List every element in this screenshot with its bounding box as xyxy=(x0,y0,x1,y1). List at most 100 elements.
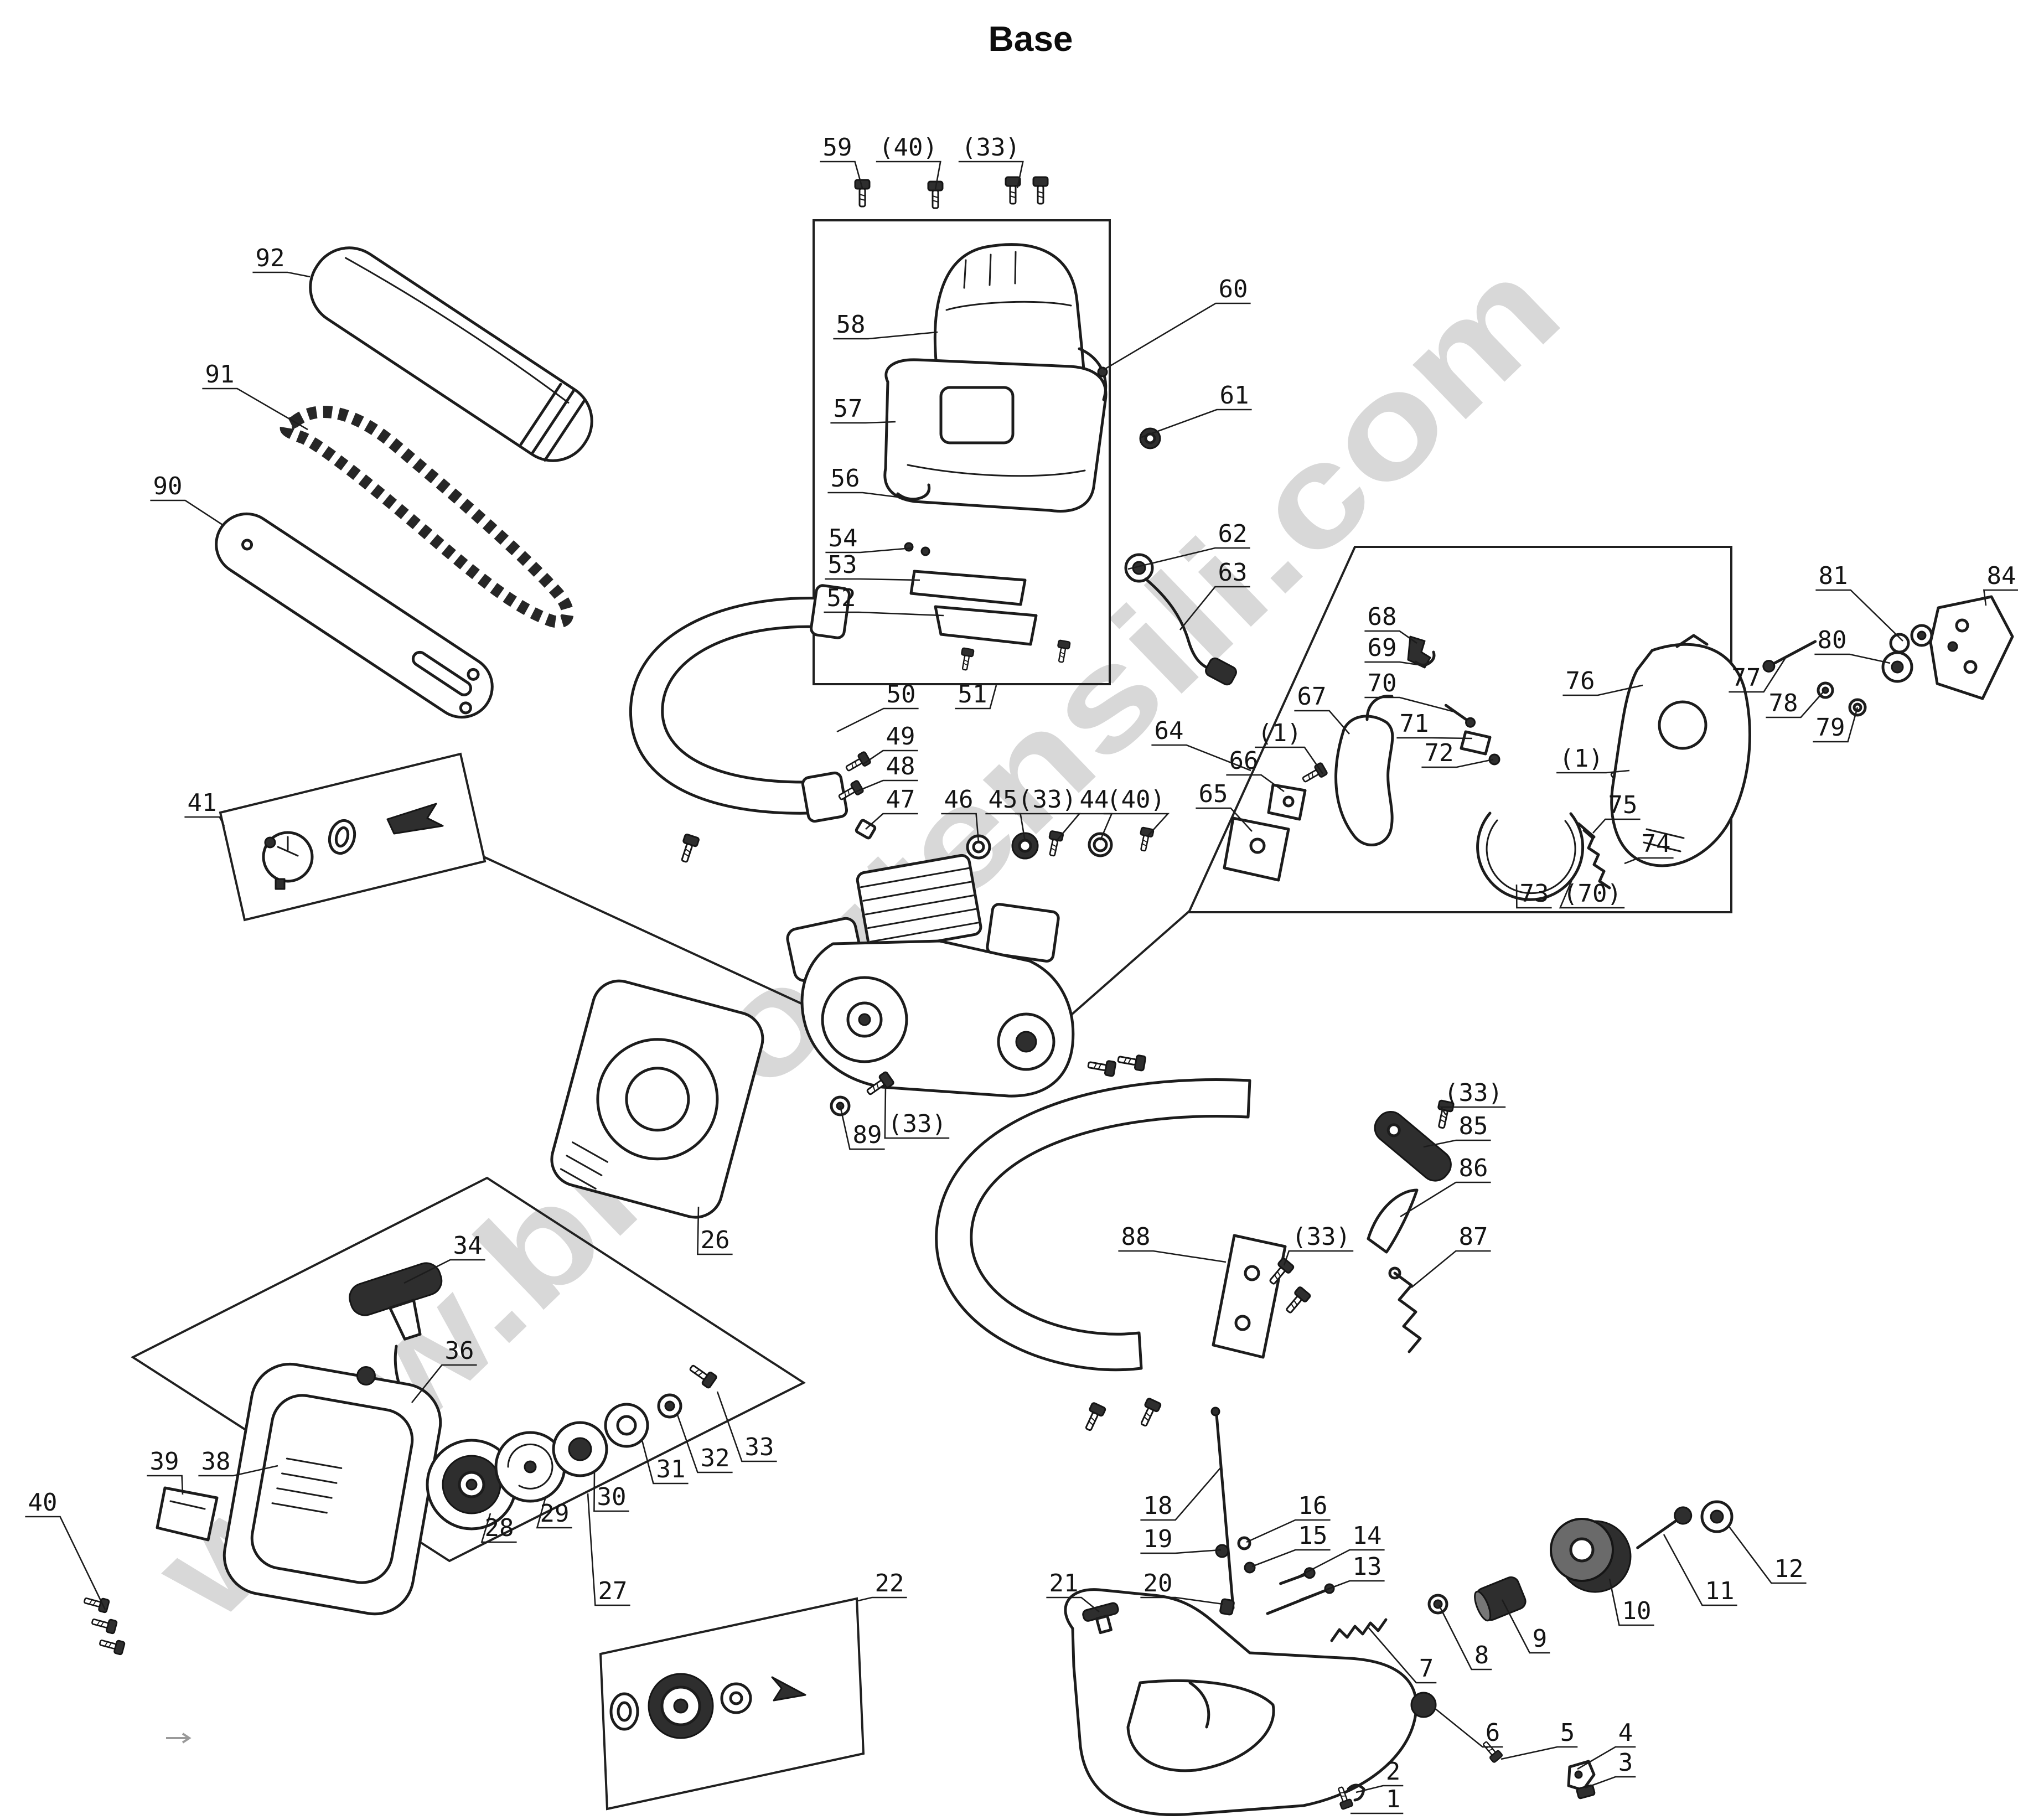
callout-leader xyxy=(1296,1549,1385,1579)
callout-label: 66 xyxy=(1229,747,1259,775)
callout-leader xyxy=(1624,857,1674,865)
callout-label: (33) xyxy=(961,133,1020,162)
callout-leader xyxy=(836,707,919,733)
cylinder-cover xyxy=(933,243,1085,376)
callout-leader xyxy=(1983,589,2018,606)
callout-leader xyxy=(1515,884,1552,909)
callout-leader xyxy=(593,1471,629,1512)
callout-label: 12 xyxy=(1774,1555,1804,1583)
callout-label: 28 xyxy=(485,1514,514,1542)
callout-label: 77 xyxy=(1732,664,1761,692)
callout-leader xyxy=(1434,1707,1503,1748)
fan-housing xyxy=(550,979,764,1219)
bracket-4 xyxy=(1567,1760,1596,1792)
hand-guard xyxy=(1374,1111,1452,1182)
starter-housing xyxy=(223,1362,442,1616)
callout-label: 50 xyxy=(887,680,916,709)
fuel-line-rod xyxy=(1210,1407,1235,1616)
callout-label: 76 xyxy=(1566,667,1595,695)
callout-leader xyxy=(1559,873,1625,909)
callout-label: 72 xyxy=(1425,739,1454,767)
callout-leader xyxy=(863,749,918,765)
callout-leader xyxy=(839,1105,885,1150)
brake-plate-71 xyxy=(1460,730,1492,756)
callout-label: 38 xyxy=(201,1447,231,1476)
group-link-line xyxy=(1066,909,1191,1020)
gasket-pins xyxy=(904,542,930,556)
callout-label: 63 xyxy=(1218,559,1248,587)
callout-label: 52 xyxy=(827,584,856,612)
callout-leader xyxy=(1729,658,1786,693)
clutch-bolt xyxy=(1636,1506,1693,1549)
callout-label: 78 xyxy=(1769,689,1798,717)
callout-leader xyxy=(941,813,980,843)
callout-leader xyxy=(833,331,938,340)
callout-leader xyxy=(184,816,225,826)
callout-label: 8 xyxy=(1474,1641,1489,1669)
callout-leader xyxy=(876,161,941,190)
callout-leader xyxy=(824,611,944,617)
clutch-drum-group xyxy=(609,1673,806,1739)
callout-leader xyxy=(1140,1467,1221,1521)
callout-label: 32 xyxy=(701,1444,730,1472)
callout-label: 3 xyxy=(1618,1749,1633,1777)
callout-leader xyxy=(1608,1578,1654,1626)
callout-leader xyxy=(1364,696,1455,713)
callout-leader xyxy=(202,387,308,431)
air-filter-cover xyxy=(883,358,1108,513)
callout-label: 16 xyxy=(1298,1492,1328,1520)
callout-label: 15 xyxy=(1298,1522,1328,1550)
callout-leader xyxy=(1251,1549,1331,1568)
callout-label: 90 xyxy=(153,472,183,500)
callout-leader xyxy=(820,161,863,189)
callout-label: 18 xyxy=(1143,1492,1173,1520)
callout-label: (33) xyxy=(888,1110,946,1138)
callout-leader xyxy=(536,1496,572,1529)
callout-label: 53 xyxy=(828,551,857,579)
callout-leader xyxy=(1400,1181,1491,1218)
callout-leader xyxy=(827,492,898,498)
callout-leader xyxy=(825,578,920,581)
callout-label: (1) xyxy=(1258,719,1301,747)
callout-leader xyxy=(676,1414,733,1473)
oiler-pump xyxy=(262,803,444,890)
callout-leader xyxy=(1501,1599,1550,1654)
callout-label: 44 xyxy=(1080,785,1109,814)
callout-label: (33) xyxy=(1292,1223,1350,1251)
callout-leader xyxy=(1815,589,1903,642)
brake-band-73 xyxy=(1476,811,1585,901)
callout-label: 74 xyxy=(1642,830,1671,858)
callout-leader xyxy=(716,1391,777,1462)
callout-label: (40) xyxy=(1106,785,1165,814)
callout-label: 4 xyxy=(1618,1719,1633,1747)
callout-label: 86 xyxy=(1459,1154,1488,1182)
guard-spring xyxy=(1388,1266,1422,1353)
callout-leader xyxy=(1046,1596,1100,1613)
callout-label: 5 xyxy=(1560,1719,1575,1747)
callout-leader xyxy=(403,1259,485,1284)
callout-label: 10 xyxy=(1622,1597,1652,1625)
box-chain-brake-group xyxy=(1187,546,1732,913)
callout-leader xyxy=(1226,774,1285,793)
callout-leader xyxy=(1592,818,1641,834)
callout-label: 20 xyxy=(1143,1569,1173,1597)
callout-leader xyxy=(1438,1605,1492,1671)
callout-label: 34 xyxy=(453,1232,483,1260)
clutch-cover xyxy=(1610,634,1751,867)
callout-leader xyxy=(1577,1746,1636,1770)
callout-leader xyxy=(955,685,997,710)
rear-handle-assembly xyxy=(1064,1407,1734,1816)
callout-label: 9 xyxy=(1533,1625,1548,1653)
callout-label: 67 xyxy=(1297,682,1327,711)
callout-leader xyxy=(1585,1776,1636,1789)
callout-label: 58 xyxy=(836,311,866,339)
spark-plug-wire xyxy=(1144,577,1237,686)
callout-leader xyxy=(1766,690,1825,718)
clutch-drum-10 xyxy=(1550,1518,1632,1593)
callout-leader xyxy=(1151,744,1251,772)
callout-leader xyxy=(1140,1596,1224,1605)
callout-leader xyxy=(857,1596,907,1602)
callout-leader xyxy=(1103,813,1170,837)
